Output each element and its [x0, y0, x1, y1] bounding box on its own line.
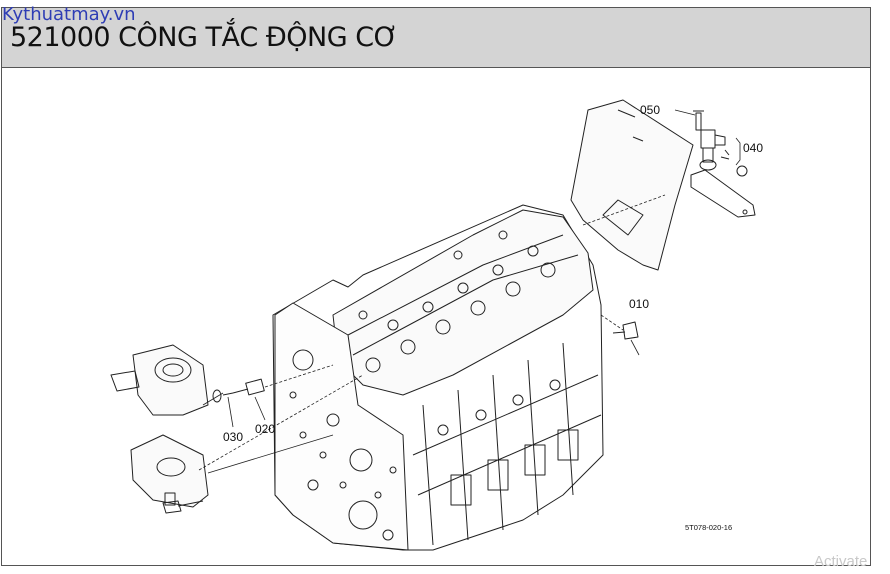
- flange-bolt: [162, 500, 182, 514]
- callout-030: 030: [223, 430, 243, 444]
- cylinder-head: [332, 209, 594, 396]
- activate-overlay-text: Activate: [814, 553, 868, 570]
- switch-040-body: [700, 129, 716, 149]
- engine-switch-diagram: 050 040 010 020 030 5T078-020-16: [110, 99, 763, 551]
- site-watermark: Kythuatmay.vn: [2, 4, 136, 25]
- water-flange: [130, 434, 209, 508]
- heat-shield-plate: [570, 99, 694, 271]
- bolt-050: [695, 112, 702, 131]
- callout-010: 010: [629, 297, 649, 311]
- callout-020: 020: [255, 422, 275, 436]
- callout-040: 040: [743, 141, 763, 155]
- front-plate: [274, 302, 409, 551]
- pressure-switch-010: [622, 321, 639, 340]
- page-title: 521000 CÔNG TẮC ĐỘNG CƠ: [10, 22, 398, 53]
- callout-050: 050: [640, 103, 660, 117]
- sensor-020-body: [245, 378, 265, 396]
- o-ring-030: [212, 389, 222, 403]
- thermostat-housing: [132, 344, 209, 416]
- title-bar: 521000 CÔNG TẮC ĐỘNG CƠ: [2, 8, 870, 68]
- drawing-code: 5T078-020-16: [685, 523, 732, 532]
- diagram-frame: 521000 CÔNG TẮC ĐỘNG CƠ: [1, 7, 871, 566]
